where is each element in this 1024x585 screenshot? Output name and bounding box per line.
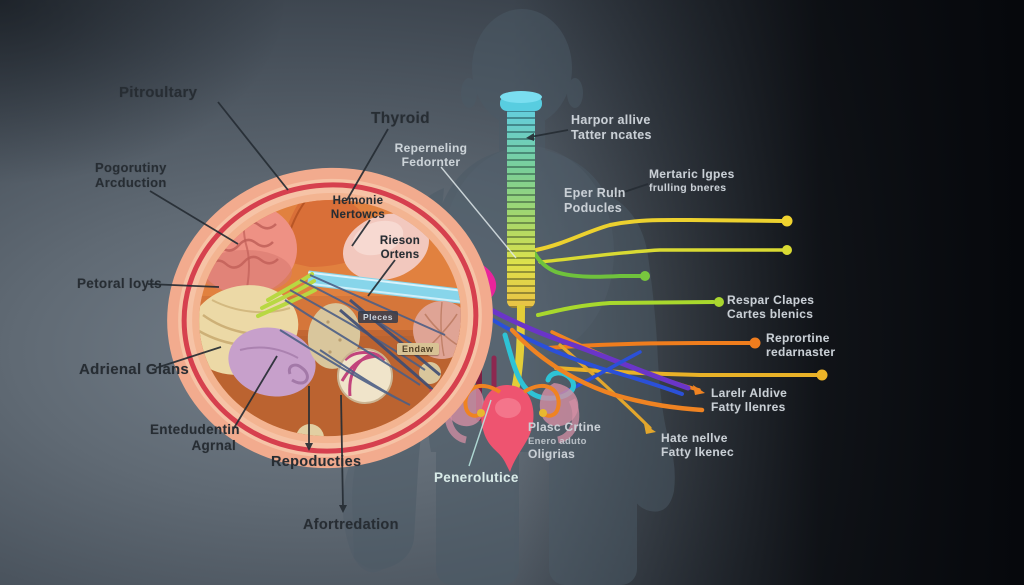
label-line: Mertaric lgpes bbox=[649, 167, 735, 181]
label-line: Harpor allive bbox=[571, 113, 651, 127]
label-line: Pitroultary bbox=[119, 84, 198, 101]
label-line: Arcduction bbox=[95, 175, 167, 190]
label-line: Agrnal bbox=[191, 438, 236, 453]
label-line: frulling bneres bbox=[649, 181, 727, 194]
label-line: Petoral loyts bbox=[77, 276, 162, 291]
label-penerolutice: Penerolutice bbox=[434, 470, 519, 485]
label-line: Enero aduto bbox=[528, 435, 587, 447]
label-line: Ortens bbox=[380, 248, 420, 261]
label-line: Penerolutice bbox=[434, 470, 519, 485]
label-plasc: Plasc Crtine Enero aduto Oligrias bbox=[528, 420, 601, 462]
label-line: Fatty llenres bbox=[711, 400, 786, 414]
label-line: Eper Ruln bbox=[564, 186, 626, 200]
label-line: Oligrias bbox=[528, 447, 576, 461]
label-line: Nertowcs bbox=[330, 208, 386, 221]
label-pogorutiny: Pogorutiny Arcduction bbox=[95, 160, 167, 190]
label-line: Hemonie bbox=[332, 195, 384, 207]
label-line: Reprortine bbox=[766, 331, 830, 345]
label-line: Tatter ncates bbox=[571, 127, 652, 142]
label-harpor: Harpor allive Tatter ncates bbox=[571, 113, 652, 142]
label-line: Repoducties bbox=[271, 454, 362, 470]
pelvis-organs bbox=[444, 383, 580, 472]
label-line: Pogorutiny bbox=[95, 160, 167, 175]
label-line: Plasc Crtine bbox=[528, 420, 601, 434]
label-line: Hate nellve bbox=[661, 431, 728, 445]
striped-ball-organ bbox=[337, 348, 393, 404]
label-reperneling: Reperneling Fedornter bbox=[394, 141, 468, 169]
spine bbox=[500, 91, 542, 391]
label-line: Poducles bbox=[564, 200, 622, 215]
label-eper: Eper Ruln Poducles bbox=[564, 186, 626, 215]
label-line: Adrienal Glans bbox=[79, 361, 190, 378]
label-thyroid: Thyroid bbox=[371, 110, 430, 128]
label-line: Larelr Aldive bbox=[711, 386, 788, 400]
label-line: Fatty lkenec bbox=[661, 445, 734, 459]
label-line: Thyroid bbox=[371, 110, 430, 127]
purple-organ bbox=[228, 327, 316, 397]
label-line: Respar Clapes bbox=[727, 293, 815, 307]
label-larelr: Larelr Aldive Fatty llenres bbox=[711, 386, 787, 414]
label-rieson: Rieson Ortens bbox=[378, 235, 422, 262]
label-hate: Hate nellve Fatty lkenec bbox=[661, 431, 734, 459]
blue-fibers bbox=[279, 274, 446, 406]
tag-text: Pleces bbox=[363, 312, 393, 322]
green-strands bbox=[256, 272, 317, 318]
callout-lines bbox=[147, 101, 649, 513]
label-repoducties: Repoducties bbox=[271, 454, 361, 470]
label-line: Rieson bbox=[379, 235, 421, 247]
label-line: Fedornter bbox=[401, 155, 461, 169]
label-respar: Respar Clapes Cartes blenics bbox=[727, 293, 814, 321]
label-petoral: Petoral loyts bbox=[77, 276, 162, 291]
label-line: Reperneling bbox=[394, 141, 468, 155]
label-mertaric: Mertaric lgpes frulling bneres bbox=[649, 167, 735, 195]
label-pituitary: Pitroultary bbox=[119, 84, 197, 101]
label-line: redarnaster bbox=[766, 345, 836, 359]
label-afortredation: Afortredation bbox=[303, 517, 399, 533]
tag-text: Endaw bbox=[402, 344, 434, 354]
label-line: Afortredation bbox=[303, 517, 399, 533]
label-entedudentin: Entedudentin Agrnal bbox=[150, 422, 240, 454]
tag-endaw: Endaw bbox=[397, 343, 439, 355]
label-reprortine: Reprortine redarnaster bbox=[766, 331, 835, 359]
label-line: Cartes blenics bbox=[727, 307, 814, 321]
label-adrienal: Adrienal Glans bbox=[79, 361, 189, 378]
label-hemonie: Hemonie Nertowcs bbox=[329, 195, 387, 222]
small-gland bbox=[419, 362, 441, 384]
light-callout-lines bbox=[440, 166, 517, 467]
tag-pleces: Pleces bbox=[358, 311, 398, 323]
potato-gland bbox=[307, 303, 361, 369]
label-line: Entedudentin bbox=[150, 422, 240, 437]
